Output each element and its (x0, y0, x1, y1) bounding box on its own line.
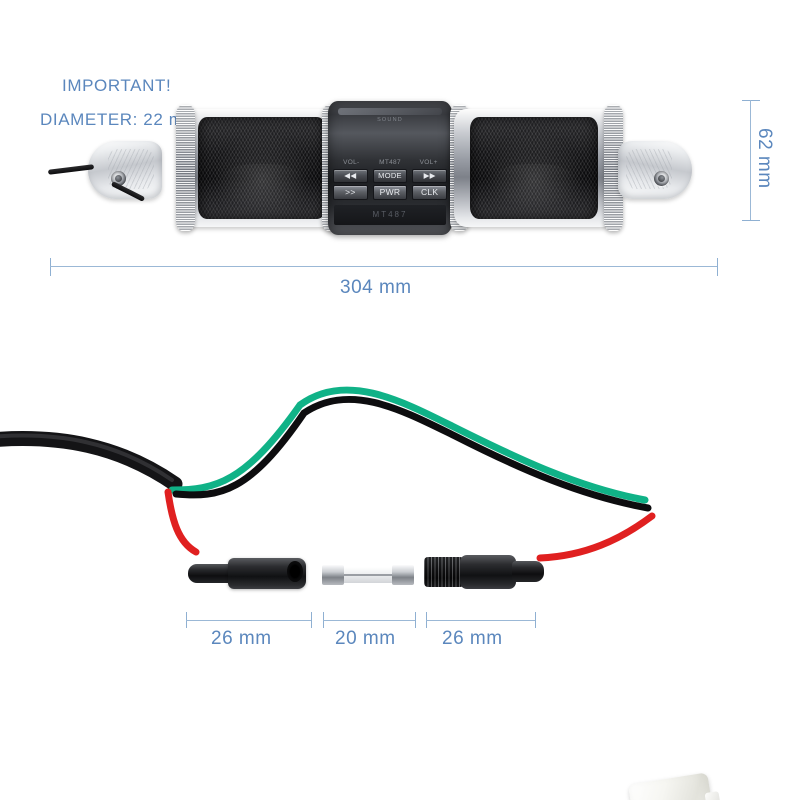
fuse-element-wire (344, 574, 392, 576)
speaker-right-endcap-outer (604, 105, 623, 231)
seg3-dimension-label: 26 mm (442, 628, 503, 649)
control-module[interactable]: SOUND VOL- MT487 VOL+ ◀◀ MODE ▶▶ >> PWR … (328, 101, 452, 235)
length-dimension-line (50, 266, 718, 267)
length-dimension-label: 304 mm (340, 277, 412, 298)
speaker-left-endcap-outer (176, 105, 195, 231)
fuse-cap-left (322, 565, 344, 585)
power-button[interactable]: PWR (372, 185, 408, 200)
glass-tube-fuse (322, 565, 414, 585)
green-wire (168, 386, 649, 504)
vol-up-label: VOL+ (419, 159, 438, 166)
fuse-holder-right-barrel (460, 555, 516, 589)
mounting-clamp-right (618, 141, 692, 203)
main-black-cable (0, 431, 183, 492)
height-dimension-label: 62 mm (754, 128, 775, 189)
speaker-left-grille (198, 117, 326, 219)
motorcycle-speaker-assembly: SOUND VOL- MT487 VOL+ ◀◀ MODE ▶▶ >> PWR … (47, 95, 710, 240)
red-wire-left (164, 488, 200, 556)
next-track-button[interactable]: ▶▶ (412, 169, 448, 183)
seg1-dimension-label: 26 mm (211, 628, 272, 649)
wiring-harness-diagram (0, 380, 800, 800)
speaker-right-grille (470, 117, 598, 219)
seg1-dimension-line (186, 620, 312, 621)
seg3-tick-right (535, 612, 536, 628)
fuse-holder-right-thread (424, 557, 464, 587)
mounting-clamp-left (47, 141, 162, 203)
clamp-bolt-right (654, 171, 669, 186)
control-button-row-2: >> PWR CLK (333, 185, 448, 200)
prev-track-button[interactable]: ◀◀ (333, 169, 368, 183)
seg2-tick-right (415, 612, 416, 628)
control-button-row-1: ◀◀ MODE ▶▶ (333, 169, 448, 183)
fuse-holder-right-boot (512, 561, 544, 582)
fuse-holder-left-boot (188, 564, 234, 583)
clock-button[interactable]: CLK (412, 185, 448, 200)
fuse-cap-right (392, 565, 414, 585)
clamp-band-right (618, 141, 692, 199)
height-dimension-line (750, 100, 751, 221)
important-notice-label: IMPORTANT! (62, 76, 172, 95)
play-button[interactable]: >> (333, 185, 368, 200)
fuse-holder-left-opening (287, 561, 303, 582)
lcd-display: MT487 (334, 205, 446, 225)
diameter-notice-label: DIAMETER: 22 mm (40, 110, 199, 129)
control-minilabel-row: VOL- MT487 VOL+ (332, 159, 448, 166)
main-cable-highlight (0, 433, 174, 482)
length-dim-tick-left (50, 258, 51, 276)
seg2-dimension-label: 20 mm (335, 628, 396, 649)
seg2-dimension-line (323, 620, 416, 621)
module-brand-text: SOUND (377, 117, 403, 123)
white-molex-connector (628, 772, 724, 800)
connector-latch-lug (704, 791, 722, 800)
red-wire-right (536, 512, 656, 562)
fuse-holder-right (424, 554, 544, 590)
model-label: MT487 (379, 159, 401, 166)
seg3-dimension-line (426, 620, 536, 621)
fuse-holder-left (188, 556, 306, 590)
black-wire (172, 395, 652, 512)
mode-button[interactable]: MODE (372, 169, 408, 183)
vol-down-label: VOL- (343, 159, 360, 166)
height-dim-tick-top (742, 100, 760, 101)
length-dim-tick-right (717, 258, 718, 276)
seg1-tick-right (311, 612, 312, 628)
height-dim-tick-bottom (742, 220, 760, 221)
harness-wires (0, 386, 656, 562)
